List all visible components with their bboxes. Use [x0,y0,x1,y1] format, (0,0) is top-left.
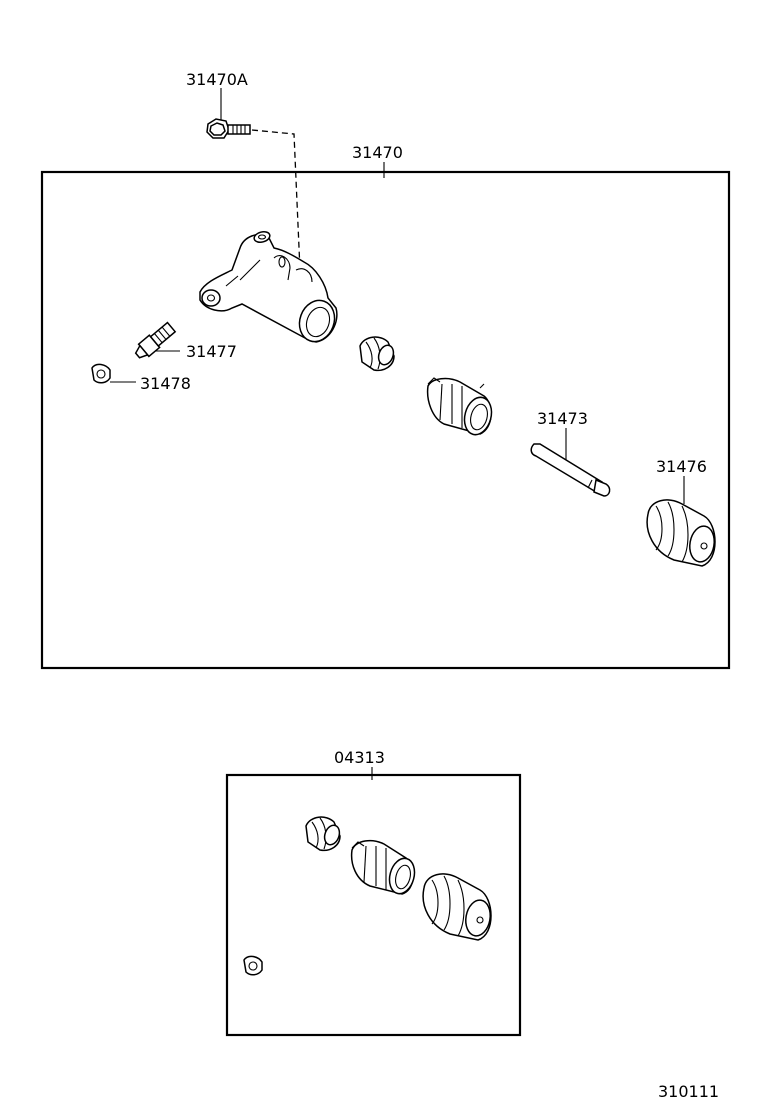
bellows-boot-icon [646,499,716,567]
kit-piston-cup-icon[interactable] [305,816,342,852]
hex-bolt-icon [206,118,251,139]
label-push-rod: 31473 [537,409,588,428]
label-repair-kit: 04313 [334,748,385,767]
figure-number: 310111 [658,1082,719,1101]
kit-piston-icon[interactable] [350,839,419,897]
piston-icon[interactable] [426,377,496,438]
repair-kit-frame [225,773,522,1037]
boot-part[interactable]: 31476 [646,457,717,567]
bleeder-cap-icon [91,363,111,384]
assembly-frame [40,170,731,670]
label-boot: 31476 [656,457,707,476]
piston-cup-icon[interactable] [359,336,396,372]
bleeder-plug-icon [134,321,177,359]
label-cylinder-assy: 31470 [352,143,403,162]
bolt-part[interactable]: 31470A [186,70,301,271]
push-rod-icon [530,443,611,497]
release-cylinder-body-icon[interactable] [199,230,340,346]
label-bolt: 31470A [186,70,248,89]
push-rod-part[interactable]: 31473 [530,409,611,497]
kit-bleeder-cap-icon[interactable] [243,955,263,976]
kit-bellows-boot-icon[interactable] [422,873,493,941]
assembly-dashed-line [251,129,301,271]
bleeder-plug-part[interactable]: 31477 [132,321,237,362]
label-bleeder-plug: 31477 [186,342,237,361]
cylinder-assembly-group: 31470 [40,143,731,670]
bleeder-cap-part[interactable]: 31478 [91,363,191,393]
repair-kit-group: 04313 [225,748,522,1037]
label-bleeder-cap: 31478 [140,374,191,393]
